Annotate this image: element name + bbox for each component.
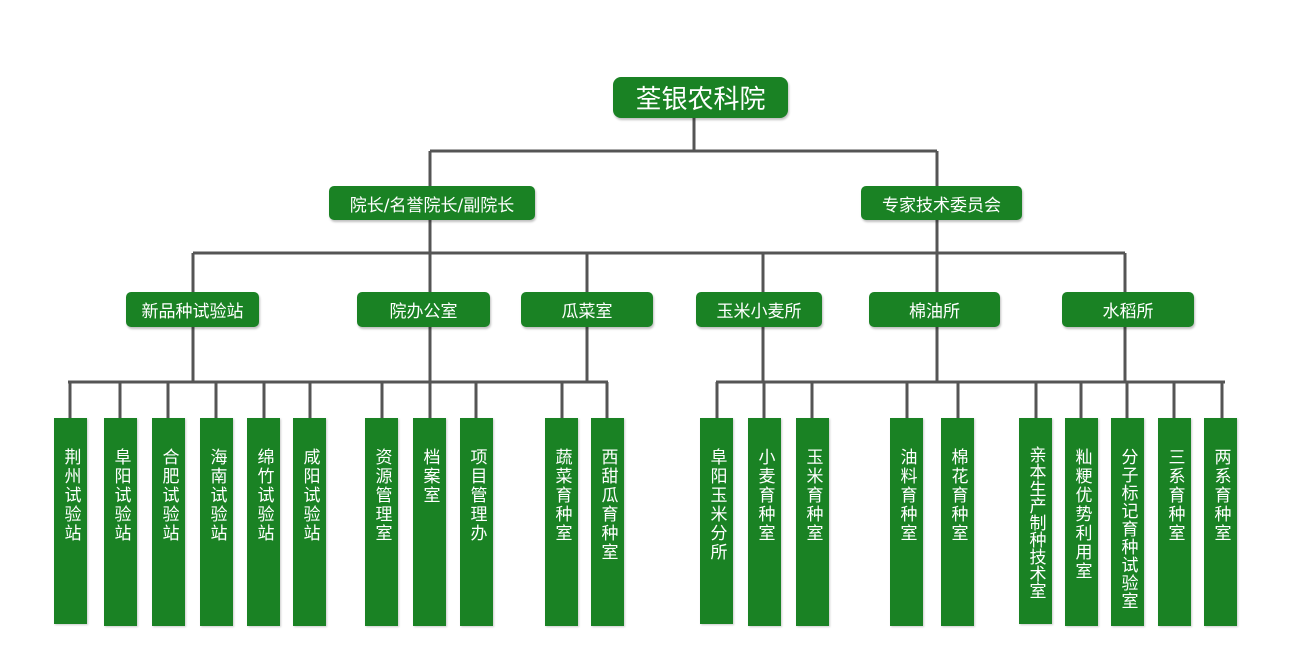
leaf-label: 三系育种室 (1164, 448, 1185, 543)
node-label: 新品种试验站 (141, 302, 244, 322)
leaf-node: 亲本生产制种技术室 (1019, 418, 1052, 624)
node-expert-committee: 专家技术委员会 (861, 186, 1022, 220)
leaf-node: 合肥试验站 (152, 418, 185, 626)
leaf-label: 绵竹试验站 (253, 448, 274, 543)
leaf-node: 棉花育种室 (941, 418, 974, 626)
leaf-label: 玉米育种室 (802, 448, 823, 543)
leaf-label: 西甜瓜育种室 (597, 448, 618, 562)
leaf-label: 阜阳玉米分所 (706, 448, 727, 562)
leaf-label: 油料育种室 (896, 448, 917, 543)
leaf-node: 分子标记育种试验室 (1111, 418, 1144, 626)
leaf-label: 棉花育种室 (947, 448, 968, 543)
node-leadership: 院长/名誉院长/副院长 (329, 186, 535, 220)
node-cotton-oil: 棉油所 (869, 292, 1000, 327)
leaf-node: 海南试验站 (200, 418, 233, 626)
leaf-node: 荆州试验站 (54, 418, 87, 624)
leaf-label: 资源管理室 (371, 448, 392, 543)
leaf-label: 咸阳试验站 (299, 448, 320, 543)
leaf-node: 项目管理办 (460, 418, 493, 626)
node-label: 专家技术委员会 (882, 195, 1001, 216)
leaf-label: 合肥试验站 (158, 448, 179, 543)
leaf-label: 籼粳优势利用室 (1071, 448, 1092, 581)
node-label: 瓜菜室 (561, 302, 613, 322)
leaf-label: 蔬菜育种室 (551, 448, 572, 543)
leaf-node: 三系育种室 (1158, 418, 1191, 626)
leaf-node: 油料育种室 (890, 418, 923, 626)
node-institute-office: 院办公室 (357, 292, 490, 327)
leaf-label: 海南试验站 (206, 448, 227, 543)
leaf-node: 绵竹试验站 (247, 418, 280, 626)
root-node: 荃银农科院 (613, 77, 788, 118)
leaf-node: 阜阳玉米分所 (700, 418, 733, 624)
root-label: 荃银农科院 (635, 85, 766, 115)
node-rice: 水稻所 (1062, 292, 1194, 327)
leaf-node: 咸阳试验站 (293, 418, 326, 626)
leaf-label: 两系育种室 (1210, 448, 1231, 543)
node-corn-wheat: 玉米小麦所 (696, 292, 822, 327)
leaf-label: 荆州试验站 (60, 448, 81, 543)
leaf-label: 亲本生产制种技术室 (1025, 446, 1046, 599)
leaf-label: 项目管理办 (466, 448, 487, 543)
leaf-node: 西甜瓜育种室 (591, 418, 624, 626)
leaf-node: 档案室 (413, 418, 446, 626)
leaf-label: 分子标记育种试验室 (1117, 448, 1138, 610)
leaf-label: 档案室 (419, 448, 440, 505)
leaf-node: 籼粳优势利用室 (1065, 418, 1098, 626)
node-label: 水稻所 (1102, 302, 1154, 322)
leaf-label: 阜阳试验站 (110, 448, 131, 543)
leaf-node: 小麦育种室 (748, 418, 781, 626)
node-label: 院办公室 (389, 302, 458, 322)
leaf-node: 玉米育种室 (796, 418, 829, 626)
leaf-node: 资源管理室 (365, 418, 398, 626)
leaf-label: 小麦育种室 (754, 448, 775, 543)
leaf-node: 蔬菜育种室 (545, 418, 578, 626)
node-variety-test-station: 新品种试验站 (126, 292, 259, 327)
node-label: 棉油所 (909, 302, 960, 322)
node-melon-vegetable: 瓜菜室 (521, 292, 653, 327)
leaf-node: 阜阳试验站 (104, 418, 137, 626)
node-label: 院长/名誉院长/副院长 (349, 195, 515, 216)
leaf-node: 两系育种室 (1204, 418, 1237, 626)
node-label: 玉米小麦所 (716, 302, 802, 322)
